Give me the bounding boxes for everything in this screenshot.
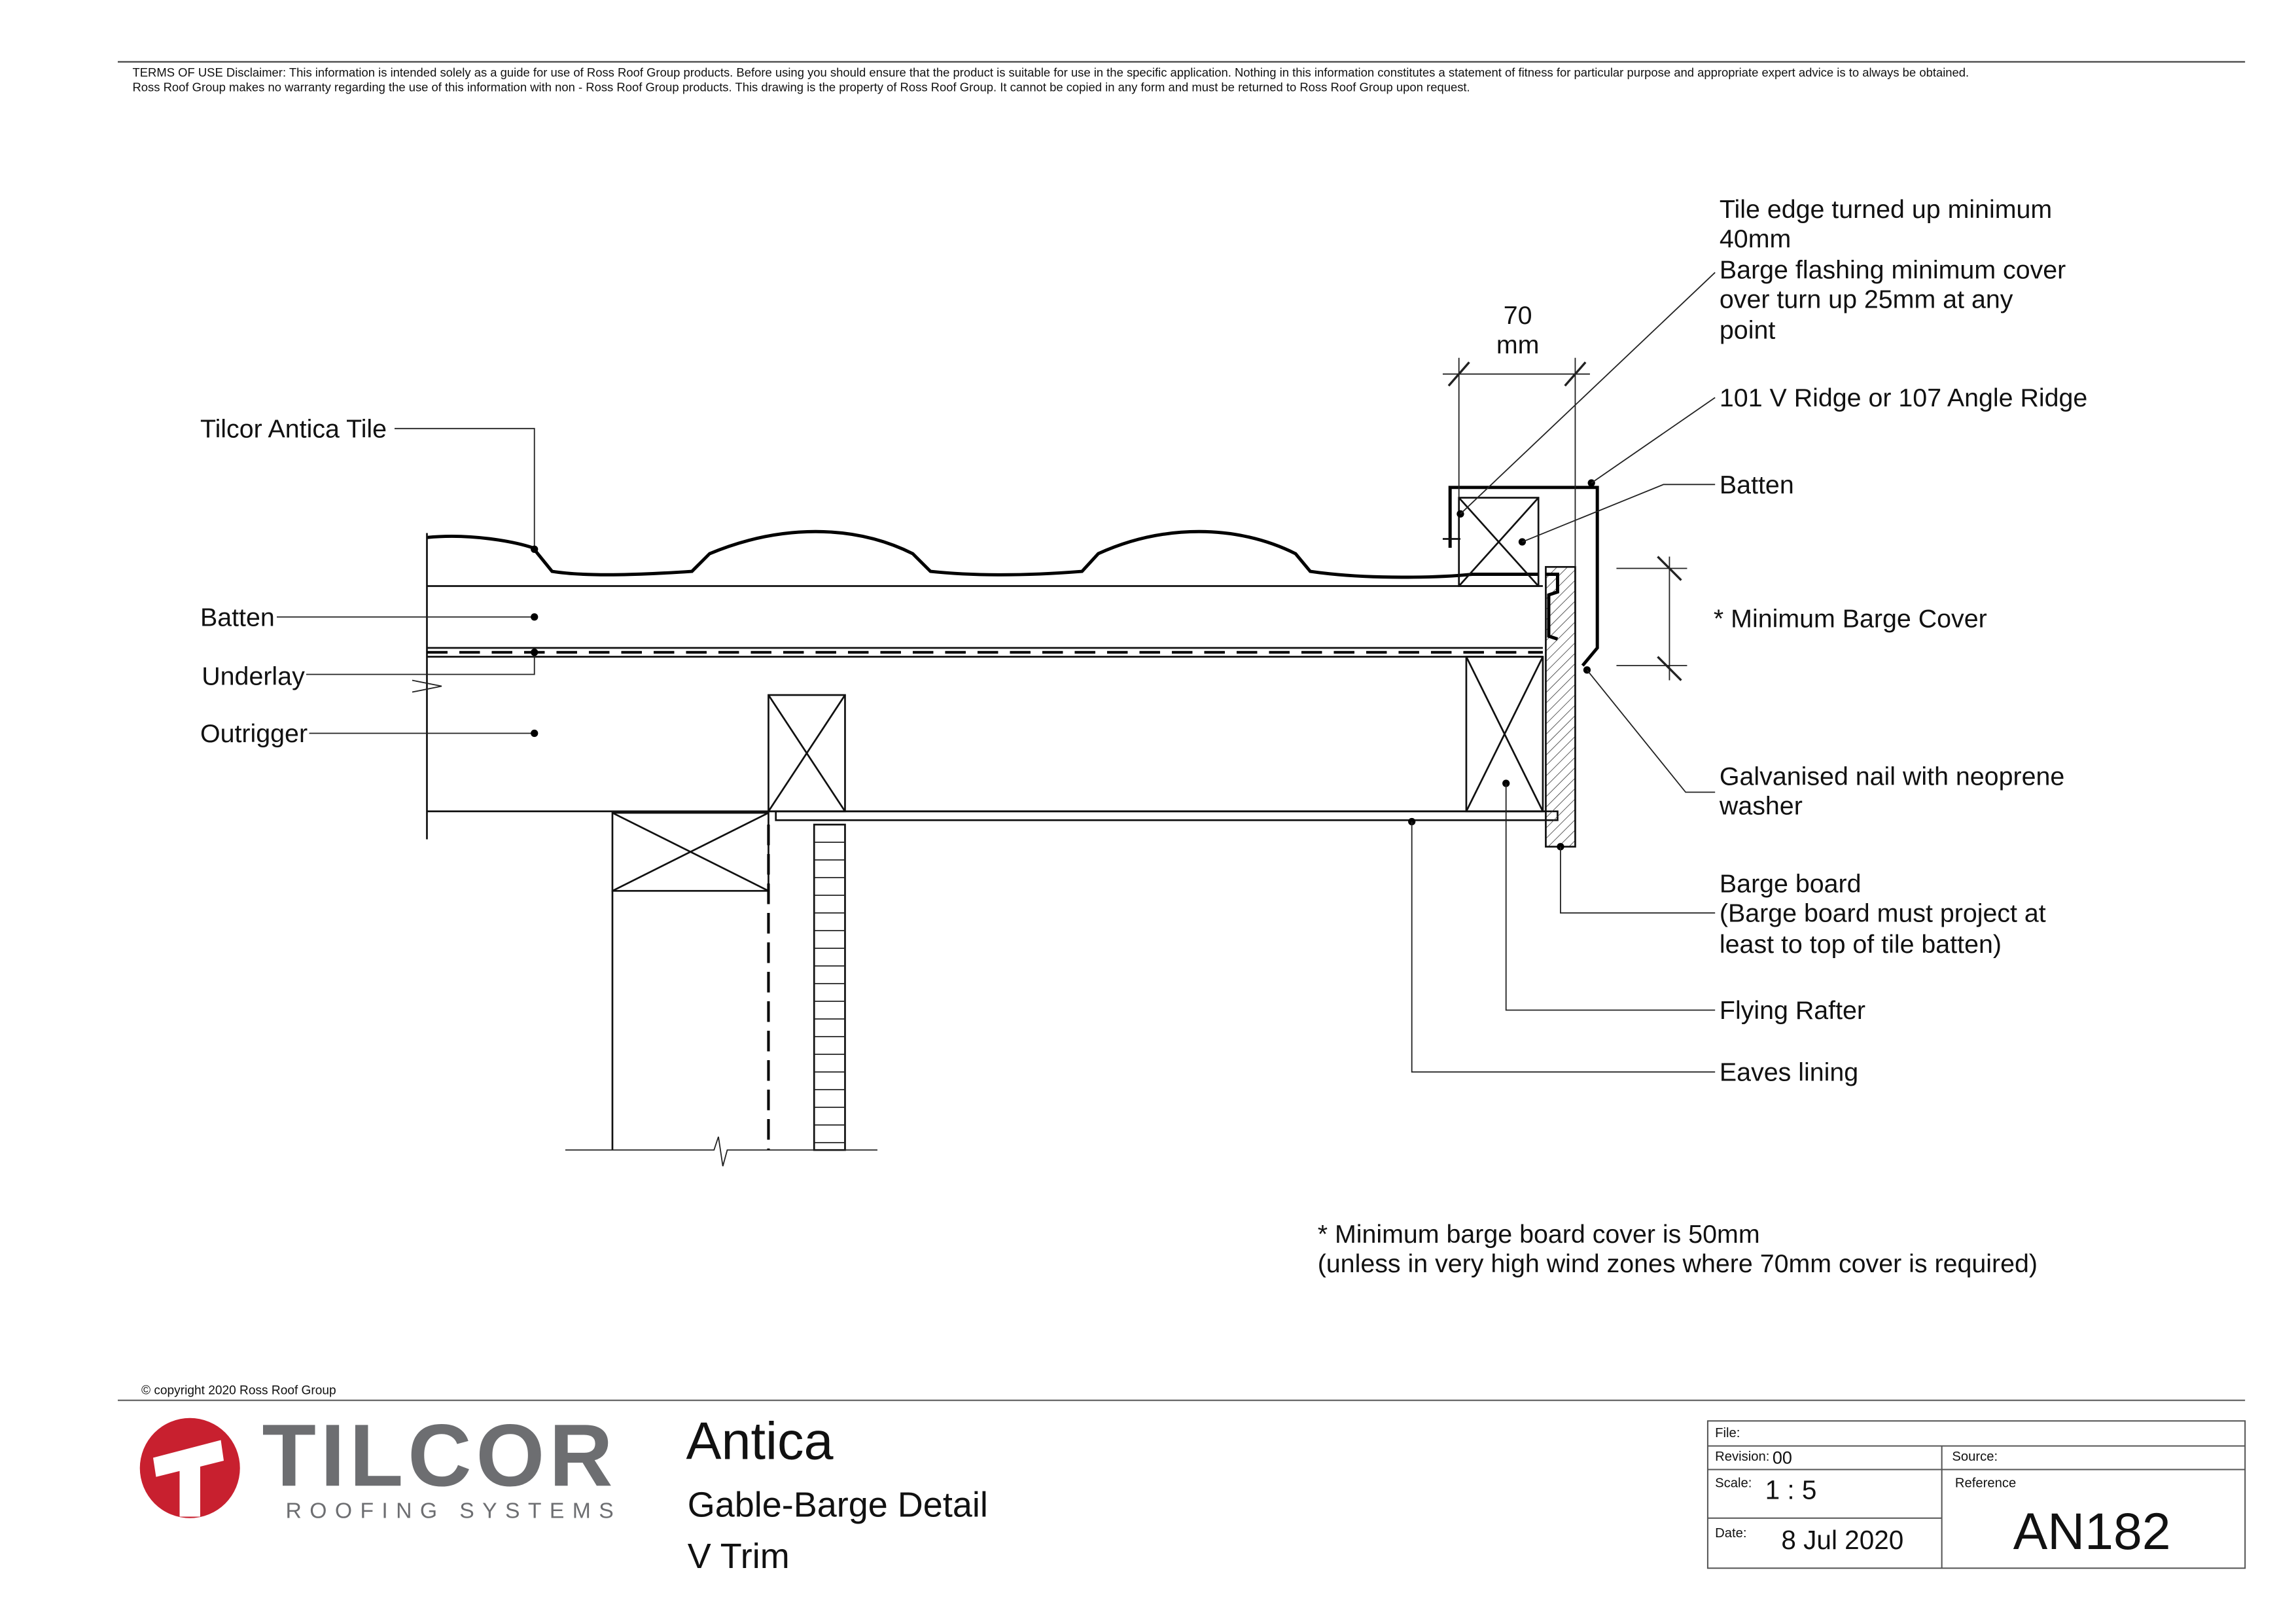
dimension-unit: mm xyxy=(1496,330,1540,359)
reference-label: Reference xyxy=(1955,1476,2016,1490)
tilcor-logo: TILCOR ROOFING SYSTEMS xyxy=(139,1406,622,1524)
title-block xyxy=(1706,1420,2246,1569)
label-tile: Tilcor Antica Tile xyxy=(200,414,387,443)
reference-value: AN182 xyxy=(2013,1503,2171,1560)
label-tile-edge: Tile edge turned up minimum 40mm Barge f… xyxy=(1720,195,2073,344)
dimension-value: 70 xyxy=(1504,301,1532,330)
file-label: File: xyxy=(1715,1426,1740,1440)
svg-text:ROOFING SYSTEMS: ROOFING SYSTEMS xyxy=(285,1499,622,1524)
revision-label: Revision: xyxy=(1715,1450,1769,1464)
label-barge-board: Barge board (Barge board must project at… xyxy=(1720,870,2053,959)
label-batten-right: Batten xyxy=(1720,471,1794,499)
revision-value: 00 xyxy=(1773,1448,1792,1467)
title-variant: V Trim xyxy=(688,1537,790,1576)
label-eaves-lining: Eaves lining xyxy=(1720,1058,1858,1087)
scale-value: 1 : 5 xyxy=(1765,1474,1817,1505)
eaves-lining xyxy=(775,810,1559,821)
disclaimer-line-1: TERMS OF USE Disclaimer: This informatio… xyxy=(132,65,1969,79)
ridge-flashing xyxy=(1448,486,1599,667)
source-label: Source: xyxy=(1952,1450,1998,1464)
title-detail: Gable-Barge Detail xyxy=(688,1485,988,1524)
label-underlay: Underlay xyxy=(202,662,305,690)
dimension-70mm xyxy=(1442,357,1687,681)
flying-rafter xyxy=(1465,656,1544,813)
label-outrigger: Outrigger xyxy=(200,719,308,748)
copyright: © copyright 2020 Ross Roof Group xyxy=(141,1384,336,1398)
brick-wall xyxy=(813,823,846,1151)
title-product: Antica xyxy=(686,1412,834,1471)
note: * Minimum barge board cover is 50mm (unl… xyxy=(1318,1220,2038,1278)
label-flying-rafter: Flying Rafter xyxy=(1720,996,1865,1025)
tile-batten xyxy=(1458,497,1540,587)
date-value: 8 Jul 2020 xyxy=(1781,1525,1903,1555)
disclaimer-line-2: Ross Roof Group makes no warranty regard… xyxy=(132,80,1470,94)
label-nail: Galvanised nail with neoprene washer xyxy=(1719,762,2072,820)
label-ridge: 101 V Ridge or 107 Angle Ridge xyxy=(1720,383,2087,412)
scale-label: Scale: xyxy=(1715,1476,1752,1490)
barge-board xyxy=(1545,565,1576,848)
tile-profile xyxy=(427,529,1539,579)
svg-text:TILCOR: TILCOR xyxy=(262,1406,617,1505)
label-min-barge-cover: * Minimum Barge Cover xyxy=(1714,605,1987,633)
label-batten-left: Batten xyxy=(200,603,275,632)
date-label: Date: xyxy=(1715,1526,1746,1541)
section-detail: 70 mm Tilcor Antica Tile Ba xyxy=(200,195,2087,1278)
